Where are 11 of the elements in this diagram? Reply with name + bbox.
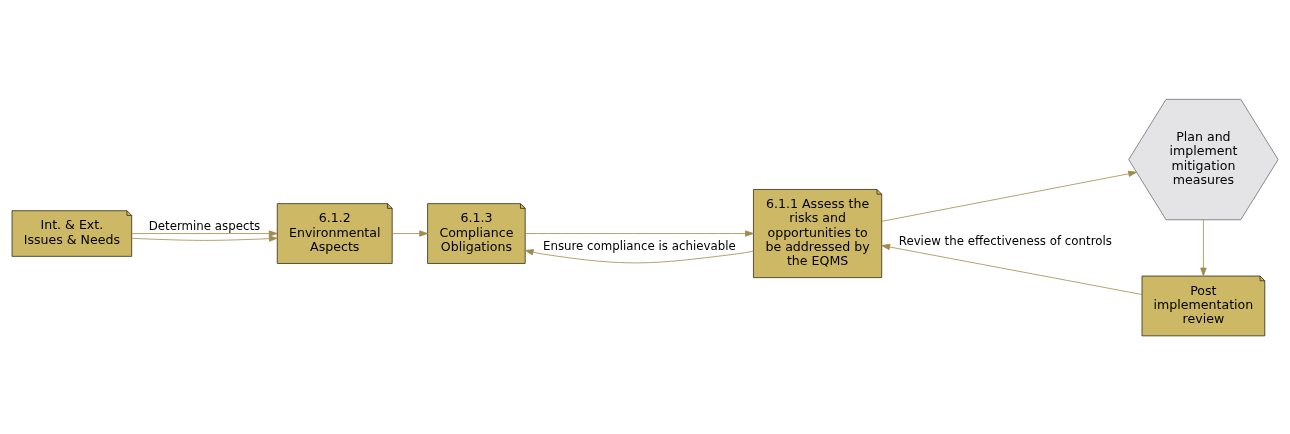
- arrow: [131, 235, 278, 242]
- arrow: [391, 229, 428, 237]
- edge-label: Determine aspects: [148, 218, 261, 233]
- arrow: [1200, 218, 1207, 276]
- arrow: [881, 170, 1137, 222]
- arrow: [525, 229, 754, 237]
- edge-label: Review the effectiveness of controls: [898, 233, 1112, 248]
- edge-label: Ensure compliance is achievable: [542, 238, 736, 253]
- arrow: [881, 243, 1143, 295]
- arrow: [524, 248, 754, 263]
- arrow: [131, 229, 278, 237]
